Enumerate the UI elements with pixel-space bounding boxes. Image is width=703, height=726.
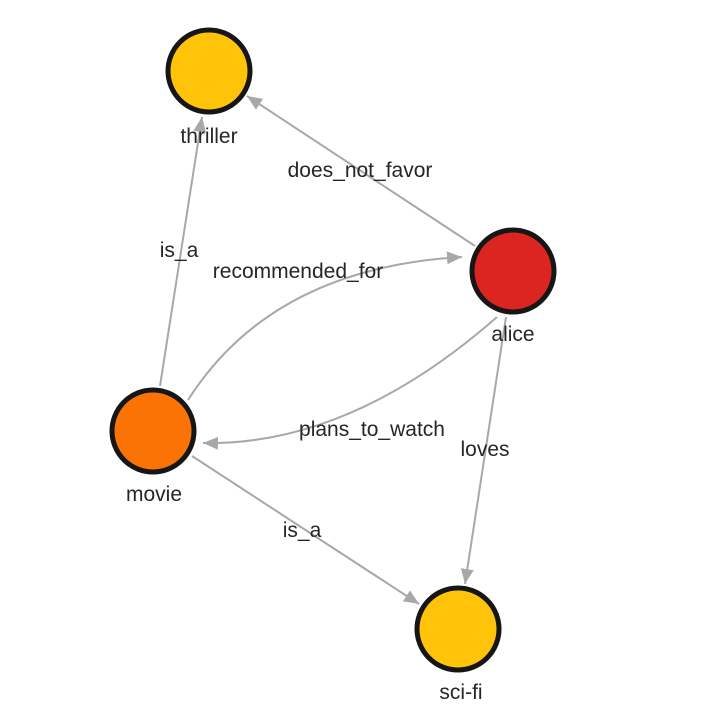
edge-label-loves: loves [460, 438, 509, 461]
node-movie-circle[interactable] [109, 387, 197, 475]
edge-is-a-movie-scifi [191, 455, 420, 605]
edge-label-is-a-movie-scifi: is_a [283, 519, 322, 542]
node-thriller[interactable]: thriller [165, 27, 253, 148]
node-thriller-circle[interactable] [165, 27, 253, 115]
node-scifi[interactable]: sci-fi [414, 585, 502, 704]
edge-loves [460, 316, 507, 585]
edge-is-a-movie-thriller [159, 116, 207, 387]
node-scifi-circle[interactable] [414, 585, 502, 673]
node-movie[interactable]: movie [109, 387, 197, 506]
edge-label-does-not-favor: does_not_favor [288, 159, 433, 182]
edge-plans-to-watch [202, 316, 498, 450]
node-scifi-label: sci-fi [439, 681, 482, 704]
node-alice-circle[interactable] [469, 227, 557, 315]
edge-layer [159, 95, 507, 605]
edge-label-plans-to-watch: plans_to_watch [299, 418, 445, 441]
edge-label-is-a-movie-thriller: is_a [160, 239, 199, 262]
node-movie-label: movie [126, 483, 182, 506]
node-alice[interactable]: alice [469, 227, 557, 346]
edge-does-not-favor [246, 95, 476, 247]
node-alice-label: alice [491, 323, 534, 346]
edge-label-recommended-for: recommended_for [213, 260, 383, 283]
edge-label-layer: does_not_favor is_a recommended_for plan… [160, 159, 510, 542]
node-thriller-label: thriller [180, 125, 237, 148]
edge-recommended-for [187, 251, 463, 401]
